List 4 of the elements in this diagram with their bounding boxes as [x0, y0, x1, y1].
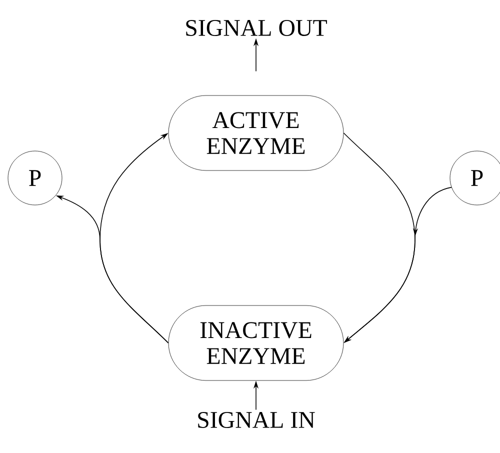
signal-label: SIGNAL IN — [198, 412, 315, 428]
state-box: INACTIVE ENZYME — [168, 305, 344, 381]
signal-label: SIGNAL OUT — [186, 20, 327, 36]
state-box: ACTIVE ENZYME — [168, 95, 344, 171]
